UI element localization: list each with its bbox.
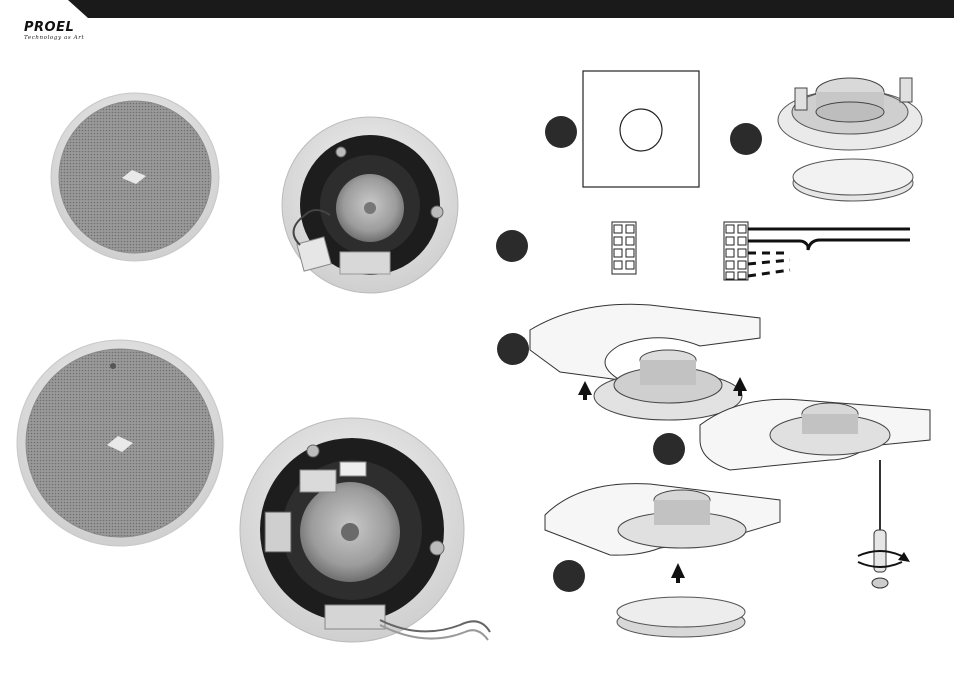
step-badge bbox=[545, 116, 577, 148]
step-3-terminal-wiring bbox=[496, 222, 910, 280]
step-badge bbox=[553, 560, 585, 592]
step-badge bbox=[496, 230, 528, 262]
step-badge bbox=[730, 123, 762, 155]
step-badge bbox=[497, 333, 529, 365]
speaker-small-front-figure bbox=[51, 93, 219, 261]
arrow-up-icon bbox=[733, 377, 747, 391]
step-4-insert-into-ceiling bbox=[497, 304, 760, 420]
arrow-up-icon bbox=[671, 563, 685, 578]
step-1-ceiling-cutout bbox=[545, 71, 699, 187]
speaker-small-back-figure bbox=[282, 117, 458, 293]
step-6-attach-grille bbox=[545, 484, 780, 637]
arrow-up-icon bbox=[578, 381, 592, 395]
terminal-block-left bbox=[612, 222, 636, 274]
terminal-block-right bbox=[724, 222, 910, 280]
step-badge bbox=[653, 433, 685, 465]
step-2-grille-removal bbox=[730, 78, 922, 201]
speaker-large-front-figure bbox=[17, 340, 223, 546]
speaker-large-back-figure bbox=[240, 418, 490, 642]
rotate-arrow-icon bbox=[898, 552, 910, 562]
